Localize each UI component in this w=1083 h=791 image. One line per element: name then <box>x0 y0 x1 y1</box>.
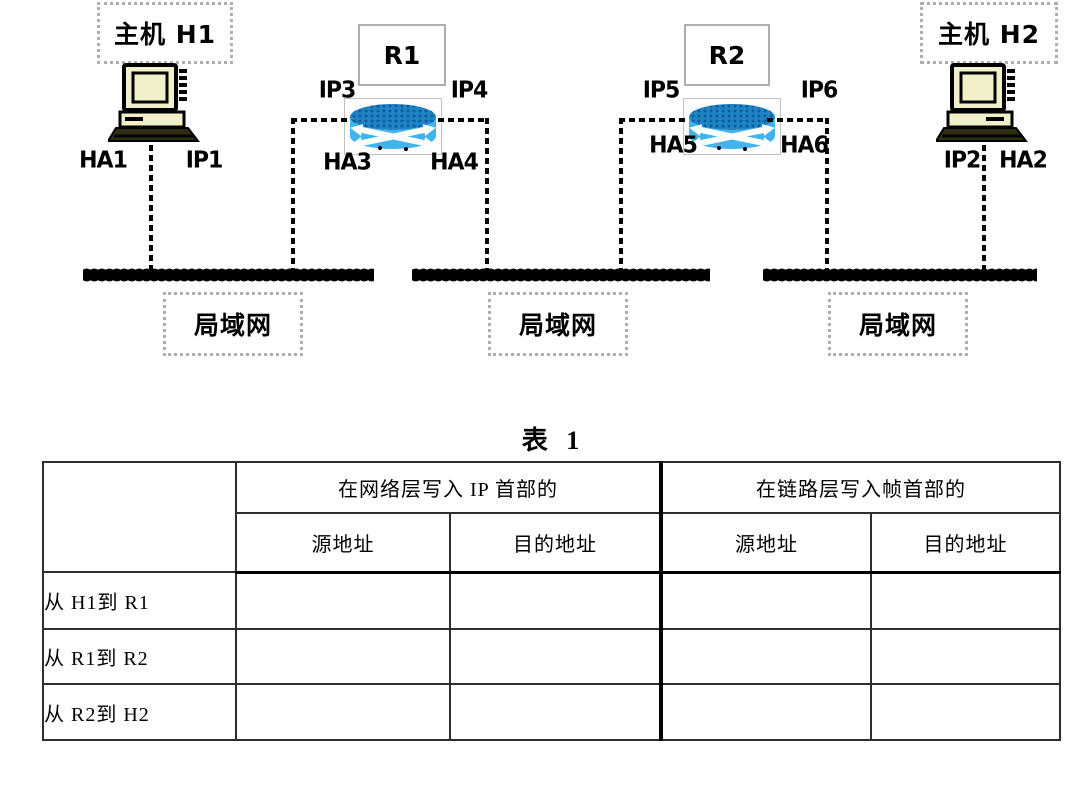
answer-cell <box>659 571 873 630</box>
host-h2-title: 主机 H2 <box>937 20 1041 49</box>
connection-stub-r2-left <box>619 118 687 122</box>
lan-3-label-box: 局域网 <box>828 292 968 356</box>
answer-cell <box>448 628 663 685</box>
host-h1-label-box: 主机 H1 <box>97 2 233 64</box>
subheader-link-source: 源地址 <box>659 512 873 574</box>
addr-label-ip6: IP6 <box>800 77 839 104</box>
answer-cell <box>448 683 663 741</box>
router-r1-device <box>344 98 442 155</box>
connection-line-h2-lan3 <box>982 145 986 271</box>
lan-bus-bar-2 <box>412 268 710 282</box>
connection-line-r1-lan1 <box>291 118 295 271</box>
answer-cell <box>235 571 451 630</box>
addr-label-ip4: IP4 <box>450 77 489 104</box>
computer-icon <box>934 63 1029 142</box>
answer-cell <box>870 571 1062 630</box>
addr-label-ip5: IP5 <box>642 77 681 104</box>
addr-label-ip2: IP2 <box>943 147 982 174</box>
answer-cell <box>659 628 873 685</box>
subheader-row: 源地址 目的地址 源地址 目的地址 <box>43 512 1062 574</box>
group-header-link-layer: 在链路层写入帧首部的 <box>659 461 1062 514</box>
connection-line-r1-lan2 <box>485 118 489 271</box>
answer-cell <box>870 683 1062 741</box>
addr-label-ha2: HA2 <box>999 147 1048 174</box>
router-r2-device <box>683 98 781 155</box>
lan-3-label: 局域网 <box>858 311 937 340</box>
router-r1-title: R1 <box>383 40 421 70</box>
row-label-r1-to-r2: 从 R1到 R2 <box>42 628 237 685</box>
router-icon <box>689 104 775 151</box>
router-icon <box>350 104 436 151</box>
addr-label-ha3: HA3 <box>323 149 372 176</box>
answer-cell <box>659 683 873 741</box>
answer-cell <box>235 683 451 741</box>
lan-2-label-box: 局域网 <box>488 292 628 356</box>
subheader-network-source: 源地址 <box>235 512 451 574</box>
group-header-row: 在网络层写入 IP 首部的 在链路层写入帧首部的 <box>42 461 1062 573</box>
row-label-r2-to-h2: 从 R2到 H2 <box>42 683 237 741</box>
group-header-network-layer: 在网络层写入 IP 首部的 <box>234 461 663 514</box>
addr-label-ha6: HA6 <box>780 132 829 159</box>
computer-icon <box>106 63 201 142</box>
connection-stub-r1-left <box>291 118 347 122</box>
connection-stub-r1-right <box>438 118 489 122</box>
addr-label-ip1: IP1 <box>185 147 224 174</box>
lan-1-label: 局域网 <box>193 311 272 340</box>
answer-cell <box>448 571 663 630</box>
router-r1-label-box: R1 <box>358 24 446 86</box>
connection-line-r2-lan2 <box>619 118 623 271</box>
address-table: 在网络层写入 IP 首部的 在链路层写入帧首部的 源地址 目的地址 源地址 目的… <box>42 461 1062 741</box>
table-row-h1-to-r1: 从 H1到 R1 <box>42 571 1062 630</box>
addr-label-ha5: HA5 <box>649 132 698 159</box>
table-row-r1-to-r2: 从 R1到 R2 <box>42 628 1062 685</box>
table-row-r2-to-h2: 从 R2到 H2 <box>42 683 1062 741</box>
router-r2-title: R2 <box>708 40 746 70</box>
lan-bus-bar-3 <box>763 268 1037 282</box>
row-label-h1-to-r1: 从 H1到 R1 <box>42 571 237 630</box>
host-h2-computer <box>934 62 1029 146</box>
router-r2-label-box: R2 <box>684 24 770 86</box>
connection-line-r2-lan3 <box>825 118 829 271</box>
table-title: 表 1 <box>521 426 580 455</box>
subheader-link-destination: 目的地址 <box>870 512 1062 574</box>
addr-label-ha1: HA1 <box>79 147 128 174</box>
host-h2-label-box: 主机 H2 <box>920 2 1058 64</box>
lan-2-label: 局域网 <box>518 311 597 340</box>
addr-label-ha4: HA4 <box>430 149 479 176</box>
host-h1-computer <box>106 62 201 146</box>
connection-stub-r2-right <box>767 118 829 122</box>
corner-cell <box>42 461 237 573</box>
connection-line-h1-lan1 <box>149 145 153 271</box>
subheader-network-destination: 目的地址 <box>448 512 663 574</box>
lan-1-label-box: 局域网 <box>163 292 303 356</box>
answer-cell <box>870 628 1062 685</box>
answer-cell <box>235 628 451 685</box>
host-h1-title: 主机 H1 <box>113 20 217 49</box>
lan-bus-bar-1 <box>83 268 374 282</box>
